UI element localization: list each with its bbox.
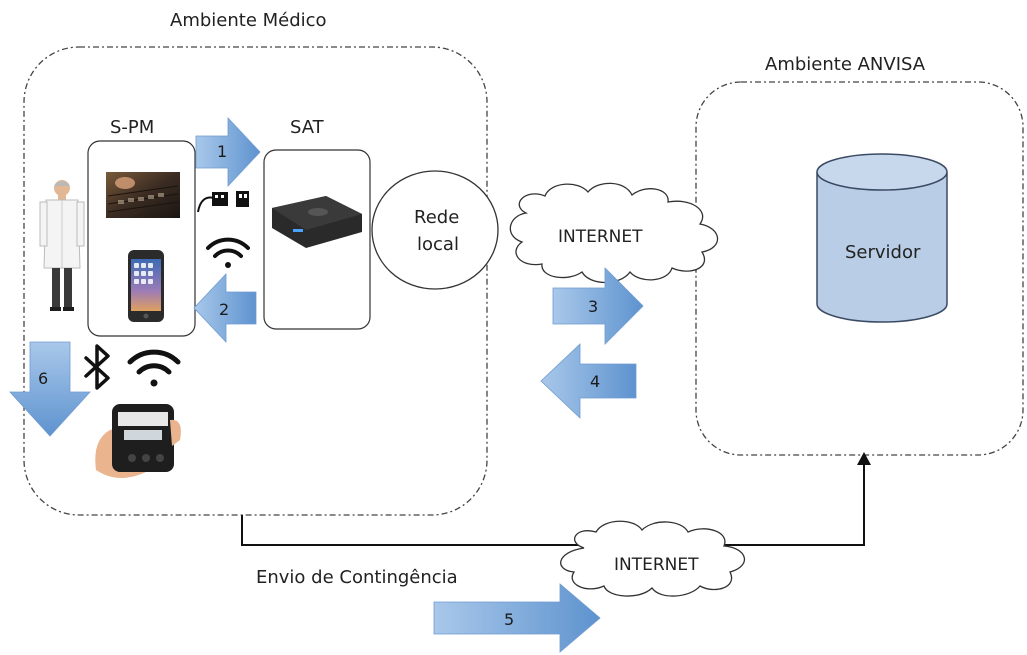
arrow-6-label: 6 — [38, 369, 48, 388]
smartphone-icon — [128, 250, 164, 322]
medical-environment-title: Ambiente Médico — [170, 10, 327, 31]
arrow-1-label: 1 — [217, 142, 227, 161]
bluetooth-icon — [84, 344, 110, 390]
internet-label-bottom: INTERNET — [614, 555, 699, 575]
medical-environment-box — [23, 46, 488, 516]
internet-cloud-bottom — [560, 520, 746, 597]
server-label: Servidor — [845, 242, 921, 263]
sat-label: SAT — [290, 117, 325, 138]
portable-printer — [95, 404, 181, 478]
arrow-3-label: 3 — [588, 297, 598, 316]
local-network-label-line1: Rede — [414, 207, 459, 228]
usb-icon — [197, 191, 249, 213]
arrow-3: 3 — [552, 267, 644, 345]
sat-device — [272, 196, 362, 248]
spm-label: S-PM — [110, 117, 154, 138]
contingency-label: Envio de Contingência — [256, 567, 458, 588]
contingency-arrowhead — [857, 452, 871, 465]
local-network-label-line2: local — [417, 234, 459, 255]
anvisa-environment-title: Ambiente ANVISA — [765, 54, 926, 75]
doctor-figure — [39, 180, 85, 311]
arrow-4-label: 4 — [590, 372, 600, 391]
arrow-2-label: 2 — [219, 300, 229, 319]
contingency-connector — [241, 462, 865, 546]
arrow-5: 5 — [433, 583, 601, 653]
arrow-5-label: 5 — [504, 610, 514, 629]
internet-cloud-top — [509, 182, 719, 284]
keyboard-photo — [106, 172, 180, 218]
wifi-icon — [206, 237, 250, 268]
arrow-6: 6 — [9, 341, 91, 437]
server-cylinder — [816, 153, 948, 323]
wifi-icon-printer — [127, 349, 181, 387]
local-network-node — [371, 170, 499, 290]
arrow-2: 2 — [193, 272, 257, 344]
arrow-4: 4 — [540, 343, 637, 419]
arrow-1: 1 — [195, 116, 261, 188]
internet-label-top: INTERNET — [558, 227, 643, 247]
